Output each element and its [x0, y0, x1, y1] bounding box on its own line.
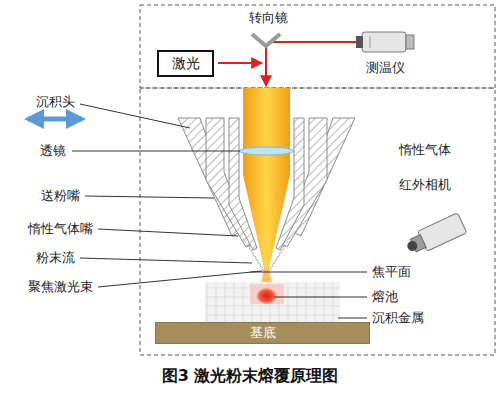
part-label: 测温仪 — [366, 60, 405, 76]
part-label: 熔池 — [372, 289, 398, 305]
part-label: 惰性气体 — [399, 142, 451, 158]
melt-pool — [257, 288, 277, 304]
powder-stream — [243, 238, 290, 272]
substrate-bar: 基底 — [155, 322, 370, 344]
part-label: 惰性气体嘴 — [28, 221, 93, 237]
motion-arrow — [28, 117, 82, 122]
mirror — [252, 34, 280, 46]
laser-box: 激光 — [157, 50, 214, 77]
figure-caption: 图3 激光粉末熔覆原理图 — [162, 366, 339, 387]
laser-path — [218, 62, 262, 64]
part-label: 送粉嘴 — [41, 188, 80, 204]
laser-path — [265, 45, 267, 86]
deposition-head — [178, 118, 355, 250]
deposited-metal — [205, 282, 340, 322]
part-label: 沉积金属 — [372, 310, 424, 326]
node-text: 激光 — [172, 55, 200, 73]
frame — [140, 88, 495, 355]
frame — [140, 5, 495, 88]
leader-line — [72, 104, 367, 318]
part-label: 焦平面 — [372, 264, 411, 280]
part-label: 沉积头 — [36, 94, 75, 110]
part-label: 透镜 — [40, 143, 66, 159]
lens — [240, 147, 294, 155]
part-label: 粉末流 — [36, 250, 75, 266]
laser-path — [268, 41, 360, 43]
ir-camera-icon — [403, 213, 467, 258]
pyrometer-icon — [356, 32, 414, 52]
part-label: 转向镜 — [249, 10, 288, 26]
part-label: 红外相机 — [399, 177, 451, 193]
node-text: 基底 — [250, 324, 276, 342]
part-label: 聚焦激光束 — [28, 279, 93, 295]
